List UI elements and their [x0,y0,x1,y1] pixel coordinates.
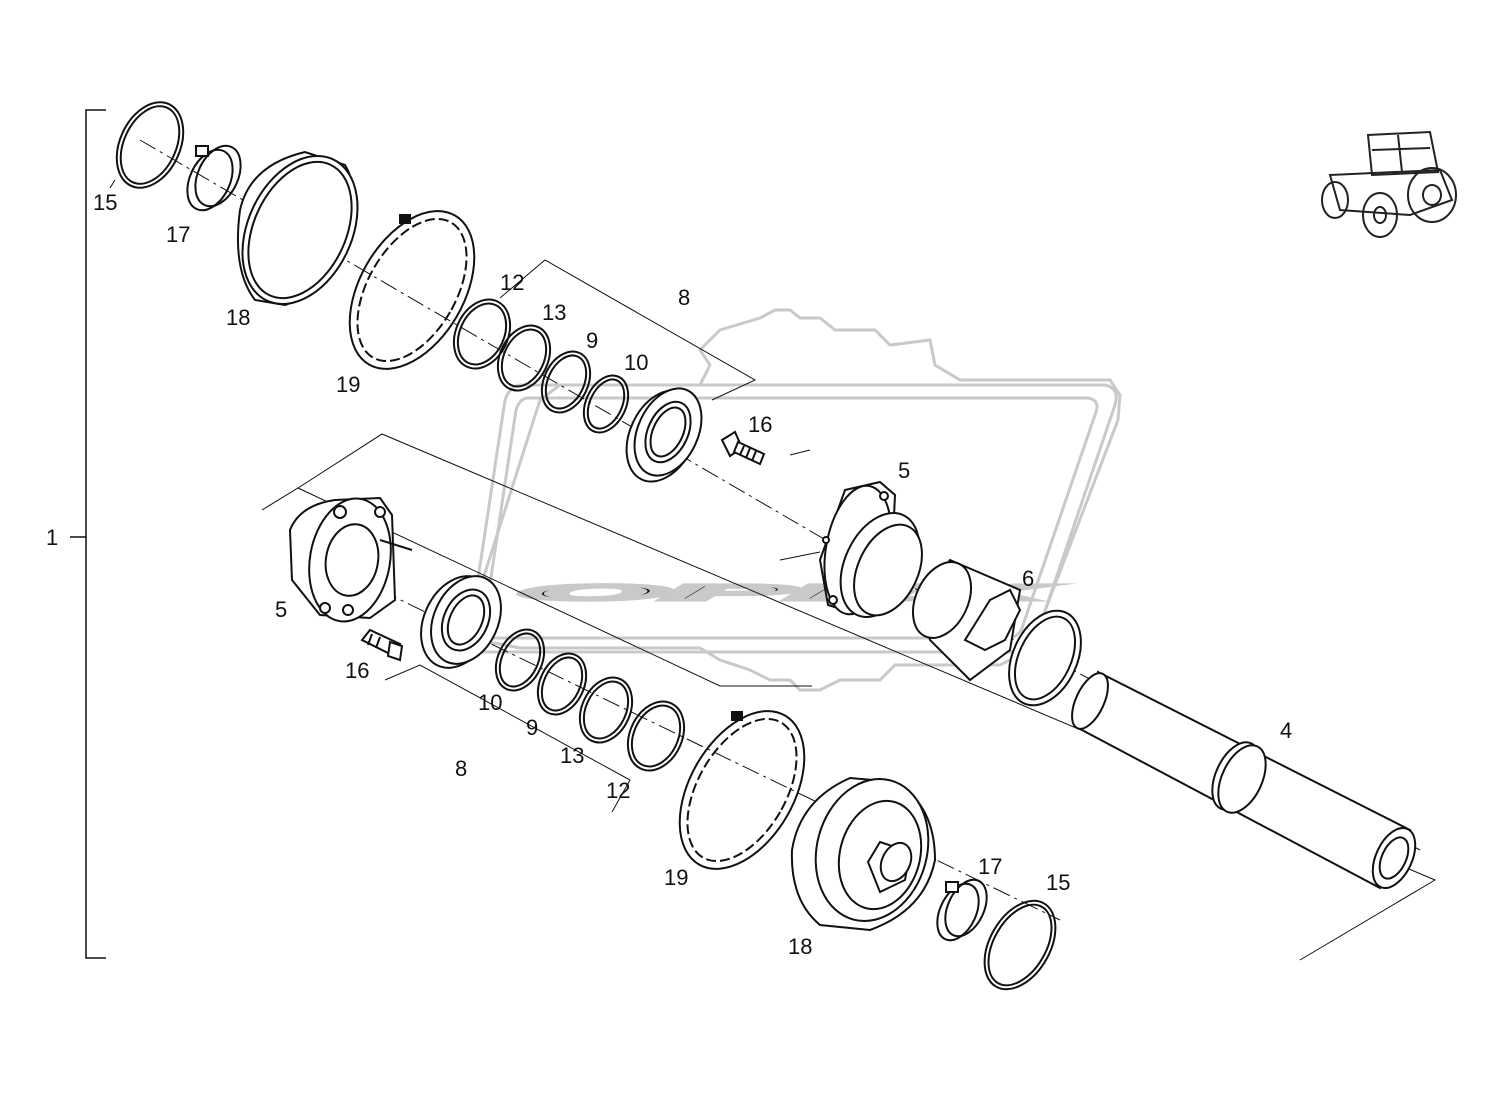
label-18-top: 18 [226,305,250,330]
o-ring-top [582,374,630,434]
retaining-ring-top [452,298,512,370]
tractor-rear-hub [1422,184,1442,206]
label-9-top: 9 [586,328,598,353]
label-19-bottom: 19 [664,865,688,890]
spacer-ring-bottom [536,652,588,716]
label-17-top: 17 [166,222,190,247]
label-4: 4 [1280,718,1292,743]
hose-clamp-bottom [936,878,988,942]
assembly-bracket [70,109,106,959]
label-1: 1 [46,525,58,550]
label-17-bottom: 17 [978,854,1002,879]
label-16-bottom: 16 [345,658,369,683]
label-19-top: 19 [336,372,360,397]
washer-ring-bottom [578,676,634,744]
label-8-top: 8 [678,285,690,310]
label-12-top: 12 [500,270,524,295]
seal-top [625,387,703,483]
label-16-top: 16 [748,412,772,437]
tractor-rear-wheel [1407,167,1457,223]
tractor-front-hub [1373,206,1387,224]
flange-housing-right [818,480,923,618]
label-9-bottom: 9 [526,715,538,740]
band-clamp-bottom [678,710,806,870]
snap-ring-top [115,101,185,189]
drive-shaft-tube [1071,670,1417,890]
group-lines [261,259,1437,961]
band-clamp-top [348,210,476,370]
washer-ring-top [496,324,552,392]
seal-bottom [420,575,502,669]
label-8-bottom: 8 [455,756,467,781]
tractor-front-wheel [1362,192,1398,238]
label-15-top: 15 [93,190,117,215]
label-5-right: 5 [898,458,910,483]
label-5-left: 5 [275,597,287,622]
label-15-bottom: 15 [1046,870,1070,895]
snap-ring-bottom [983,899,1057,991]
boot-bottom [790,776,937,932]
universal-joint [911,558,1082,707]
label-6: 6 [1022,566,1034,591]
label-13-top: 13 [542,300,566,325]
tractor-left-wheel [1321,181,1349,219]
tractor-body [1328,168,1454,217]
tractor-cab [1366,130,1440,177]
label-10-top: 10 [624,350,648,375]
flange-housing-left [288,496,413,623]
bolt-top [720,430,766,466]
label-12-bottom: 12 [606,778,630,803]
tractor-icon [1321,130,1457,238]
spacer-ring-top [540,350,592,414]
o-ring-bottom [494,628,546,692]
label-10-bottom: 10 [478,690,502,715]
label-18-bottom: 18 [788,934,812,959]
label-13-bottom: 13 [560,743,584,768]
boot-top [236,150,359,307]
hose-clamp-top [186,144,242,212]
bolt-bottom [360,628,404,662]
retaining-ring-bottom [626,700,686,772]
